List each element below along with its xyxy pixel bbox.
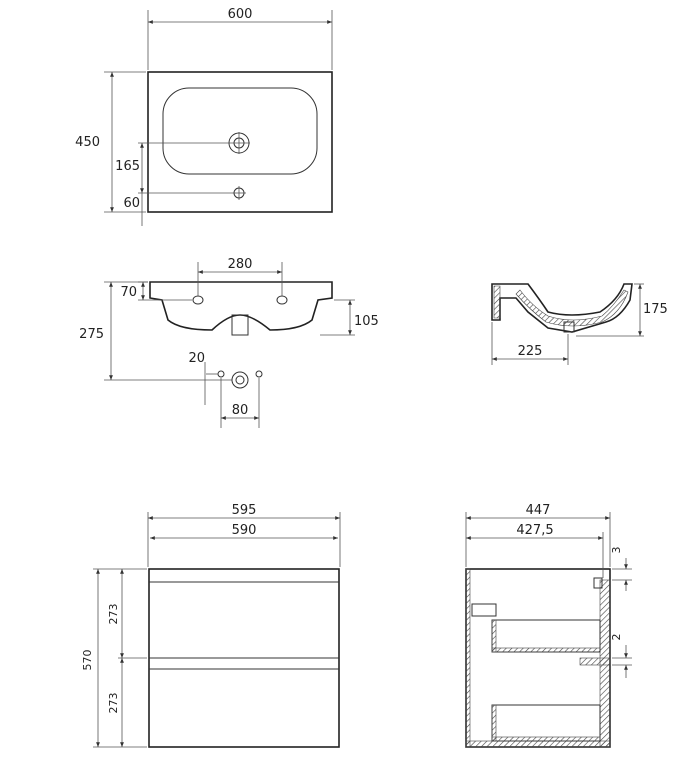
basin-depth-label: 450	[75, 135, 100, 150]
basin-top-view: 600 450 165 60	[75, 7, 333, 226]
side-height-label: 175	[643, 302, 668, 317]
upper-drawer-label: 273	[107, 604, 120, 625]
basin-bowl	[162, 87, 318, 175]
tap-offset-label: 60	[123, 196, 140, 211]
side-outer-depth-label: 447	[526, 503, 551, 518]
lower-drawer	[491, 704, 601, 742]
cabinet-inner-width-label: 590	[232, 523, 257, 538]
mid-gap-label: 2	[610, 634, 623, 641]
basin-side-profile	[491, 283, 633, 333]
bowl-depth-label: 105	[354, 314, 379, 329]
basin-front-profile	[149, 281, 333, 331]
cabinet-side-view: 447 427,5 3 2	[465, 503, 632, 748]
side-depth-label: 225	[518, 344, 543, 359]
upper-drawer	[491, 619, 601, 653]
lower-drawer-label: 273	[107, 693, 120, 714]
cabinet-height-label: 570	[81, 650, 94, 671]
cabinet-outer-width-label: 595	[232, 503, 257, 518]
cabinet-front-view: 595 590 570 273 273	[81, 503, 341, 748]
side-inner-depth-label: 427,5	[516, 523, 553, 538]
basin-outline	[147, 71, 333, 213]
drain-offset-label: 165	[115, 159, 140, 174]
hole-spacing-label: 280	[228, 257, 253, 272]
basin-front-view: 280 70 275 105 20 80	[79, 257, 379, 428]
hole-span-label: 80	[232, 403, 249, 418]
basin-width-label: 600	[228, 7, 253, 22]
basin-height-label: 275	[79, 327, 104, 342]
top-to-hole-label: 70	[120, 285, 137, 300]
hole-offset-label: 20	[188, 351, 205, 366]
top-gap-label: 3	[610, 547, 623, 554]
basin-side-view: 175 225	[491, 283, 668, 365]
